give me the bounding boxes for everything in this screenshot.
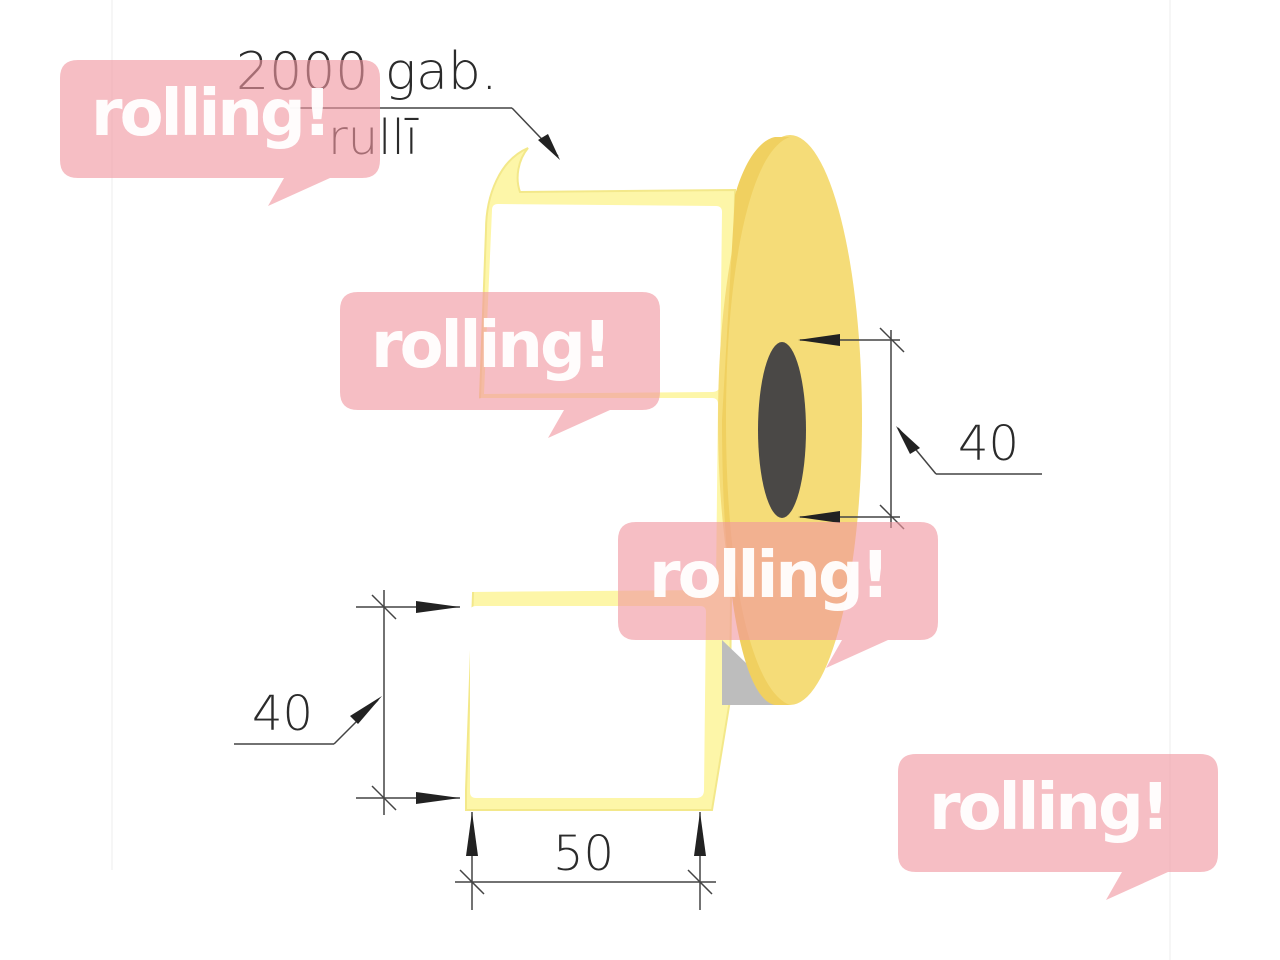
- watermark-text: rolling!: [91, 77, 332, 151]
- watermark-bubble: [618, 522, 938, 668]
- watermark-logo: rolling!: [60, 60, 380, 210]
- roll-core: [758, 342, 806, 518]
- watermark-bubble: [60, 60, 380, 206]
- watermark-text: rolling!: [929, 771, 1170, 845]
- height-dimension: [234, 590, 460, 815]
- watermark-logo: rolling!: [898, 754, 1218, 904]
- watermark-bubble: [898, 754, 1218, 900]
- label-width-value: 50: [553, 826, 615, 882]
- watermark-text: rolling!: [371, 309, 612, 383]
- watermark-logo: rolling!: [340, 292, 660, 442]
- core-diameter-value: 40: [958, 416, 1020, 472]
- watermark-logo: rolling!: [618, 522, 938, 672]
- watermark-text: rolling!: [649, 539, 890, 613]
- label-3: [470, 606, 706, 798]
- label-height-value: 40: [252, 686, 314, 742]
- watermark-bubble: [340, 292, 660, 438]
